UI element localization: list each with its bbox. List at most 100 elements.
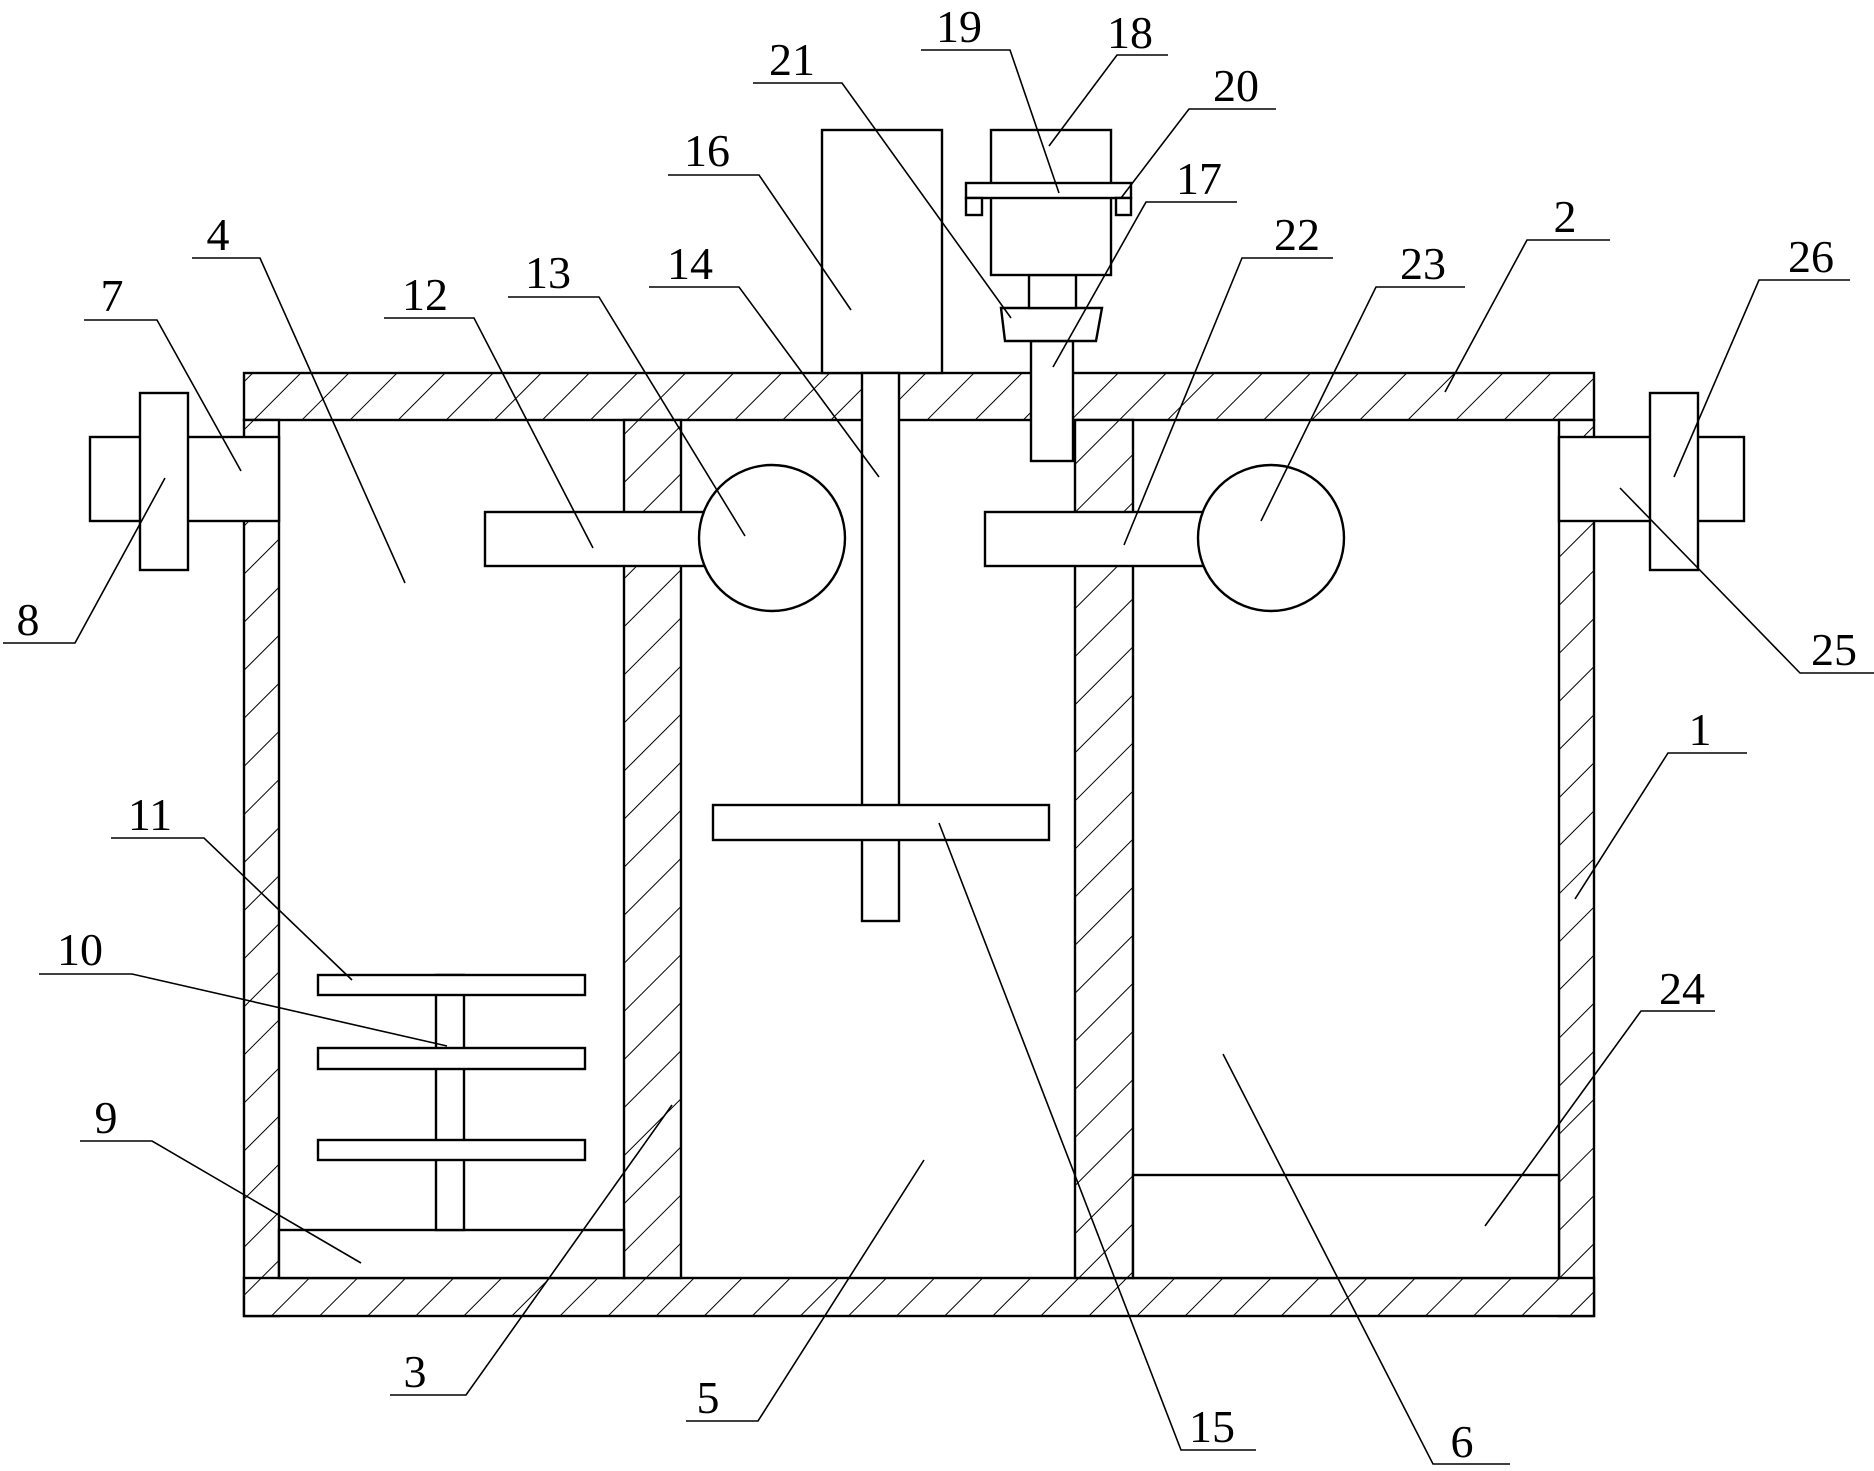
bottom-wall [242,1276,1596,1318]
callout-17: 17 [1052,153,1237,368]
left-bottom-layer [277,1228,626,1280]
callout-label-15: 15 [1189,1401,1235,1452]
inlet-neck [1027,273,1078,310]
left-arm [483,510,707,568]
callout-label-24: 24 [1659,963,1705,1014]
callout-3: 3 [390,1104,673,1397]
callout-label-22: 22 [1274,209,1320,260]
right-arm [983,510,1207,568]
callout-7: 7 [84,270,242,472]
stirrer-blade-middle [316,1046,587,1071]
right-bottom-layer [1131,1173,1561,1280]
leader-23 [1260,286,1465,522]
callout-label-26: 26 [1788,231,1834,282]
leader-14 [649,286,880,478]
callout-6: 6 [1222,1053,1510,1467]
callout-label-7: 7 [101,270,124,321]
stirrer-blade-bottom [316,1138,587,1162]
callout-1: 1 [1574,704,1747,900]
leader-25 [1619,487,1874,674]
callout-4: 4 [192,209,406,584]
callout-24: 24 [1484,963,1715,1227]
callout-26: 26 [1673,231,1850,478]
stirrer-blade-top [316,973,587,997]
callout-label-25: 25 [1811,624,1857,675]
left-wall [242,418,281,1318]
leader-11 [111,837,353,981]
callout-label-9: 9 [95,1092,118,1143]
callout-label-18: 18 [1107,7,1153,58]
rim-lug-left [964,196,984,217]
callout-label-19: 19 [936,1,982,52]
callout-label-6: 6 [1451,1416,1474,1467]
callout-label-13: 13 [525,247,571,298]
stirrer-shaft [434,973,466,1232]
callout-label-14: 14 [667,238,713,289]
callout-16: 16 [668,125,852,311]
leader-4 [192,257,406,584]
callout-label-1: 1 [1689,704,1712,755]
hopper-rim [964,181,1133,200]
leader-18 [1048,54,1168,147]
leader-3 [390,1104,673,1396]
inlet-nozzle [999,306,1104,343]
leader-22 [1123,257,1333,546]
inlet-assembly [964,128,1133,463]
leader-12 [384,317,594,549]
callout-9: 9 [80,1092,362,1264]
callout-label-10: 10 [57,924,103,975]
leader-9 [80,1140,362,1264]
callout-label-8: 8 [17,594,40,645]
callout-label-4: 4 [207,209,230,260]
leader-7 [84,319,242,472]
callout-8: 8 [3,477,166,645]
leader-13 [508,296,746,537]
callout-22: 22 [1123,209,1333,546]
callout-10: 10 [39,924,448,1047]
right-float [1196,463,1346,613]
leader-17 [1052,201,1237,368]
leader-2 [1444,239,1610,393]
leader-26 [1673,279,1850,478]
callout-label-21: 21 [769,34,815,85]
leader-10 [39,973,448,1047]
motor-housing [820,128,944,375]
leader-24 [1484,1010,1715,1227]
callout-label-5: 5 [697,1372,720,1423]
left-float [697,463,847,613]
callout-label-17: 17 [1176,153,1222,204]
right-flange [1648,391,1700,572]
callout-14: 14 [649,238,880,478]
paddle [711,803,1051,842]
callout-label-12: 12 [402,269,448,320]
callout-label-2: 2 [1554,191,1577,242]
callout-13: 13 [508,247,746,537]
callout-15: 15 [938,822,1256,1452]
leader-16 [668,174,852,311]
leader-21 [753,82,1012,319]
callout-label-11: 11 [128,789,172,840]
callout-label-20: 20 [1213,60,1259,111]
callout-11: 11 [111,789,353,981]
left-flange [138,391,190,572]
top-lid [242,371,1596,422]
callout-21: 21 [753,34,1012,319]
leader-15 [938,822,1256,1451]
callout-23: 23 [1260,238,1465,522]
callout-2: 2 [1444,191,1610,393]
inlet-pipe [1029,339,1075,463]
callout-label-16: 16 [684,125,730,176]
leader-6 [1222,1053,1510,1465]
callout-5: 5 [686,1159,925,1423]
callout-19: 19 [921,1,1060,194]
callout-12: 12 [384,269,594,549]
leader-8 [3,477,166,644]
callout-label-23: 23 [1400,238,1446,289]
leader-20 [1120,108,1276,199]
right-wall [1557,418,1596,1318]
callout-25: 25 [1619,487,1874,675]
left-stirrer [316,973,587,1232]
leader-1 [1574,752,1747,900]
callout-18: 18 [1048,7,1168,147]
